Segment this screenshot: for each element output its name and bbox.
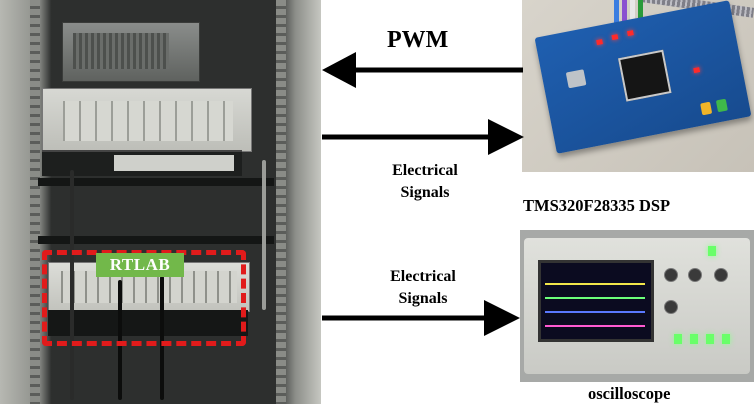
indicator-light <box>708 246 716 256</box>
rack-shelf <box>38 236 274 244</box>
cable <box>118 280 122 400</box>
oscilloscope-screen <box>538 260 654 342</box>
dsp-caption: TMS320F28335 DSP <box>523 196 671 215</box>
knob <box>688 268 702 282</box>
rack-rail-left <box>30 0 40 404</box>
knob <box>664 268 678 282</box>
rtlab-label: RTLAB <box>96 253 184 277</box>
rtlab-front-panel <box>48 310 248 336</box>
electrical-signals-label-bottom: Electrical Signals <box>368 266 478 310</box>
trace-yellow <box>545 283 645 285</box>
rack-rail-right <box>276 0 286 404</box>
pwm-label: PWM <box>387 27 449 53</box>
channel-button <box>690 334 698 344</box>
cable <box>160 276 164 400</box>
cable <box>70 170 74 400</box>
signals-bottom-line2: Signals <box>398 290 448 307</box>
signals-top-line1: Electrical <box>392 162 458 179</box>
knob <box>714 268 728 282</box>
pwm-arrow-head <box>322 52 356 88</box>
io-panel-upper <box>42 150 242 176</box>
electrical-signals-label-top: Electrical Signals <box>370 160 480 204</box>
oscilloscope-caption: oscilloscope <box>588 384 671 403</box>
signals-top-line2: Signals <box>400 184 450 201</box>
io-chassis-upper <box>42 88 252 152</box>
signals-bottom-line1: Electrical <box>390 268 456 285</box>
rack-shelf <box>38 178 274 186</box>
cable <box>262 160 266 310</box>
signals-to-scope-arrow-head <box>484 300 520 336</box>
top-instrument <box>62 22 200 82</box>
channel-button <box>674 334 682 344</box>
oscilloscope-body <box>524 238 750 374</box>
channel-button <box>722 334 730 344</box>
signals-to-dsp-arrow-head <box>488 119 524 155</box>
oscilloscope-photo <box>520 230 754 382</box>
rtlab-rack-photo <box>0 0 321 404</box>
knob <box>664 300 678 314</box>
rtlab-highlight-box <box>42 250 246 346</box>
channel-button <box>706 334 714 344</box>
trace-green <box>545 297 645 299</box>
trace-magenta <box>545 325 645 327</box>
dsp-board-photo <box>522 0 754 172</box>
trace-blue <box>545 311 645 313</box>
